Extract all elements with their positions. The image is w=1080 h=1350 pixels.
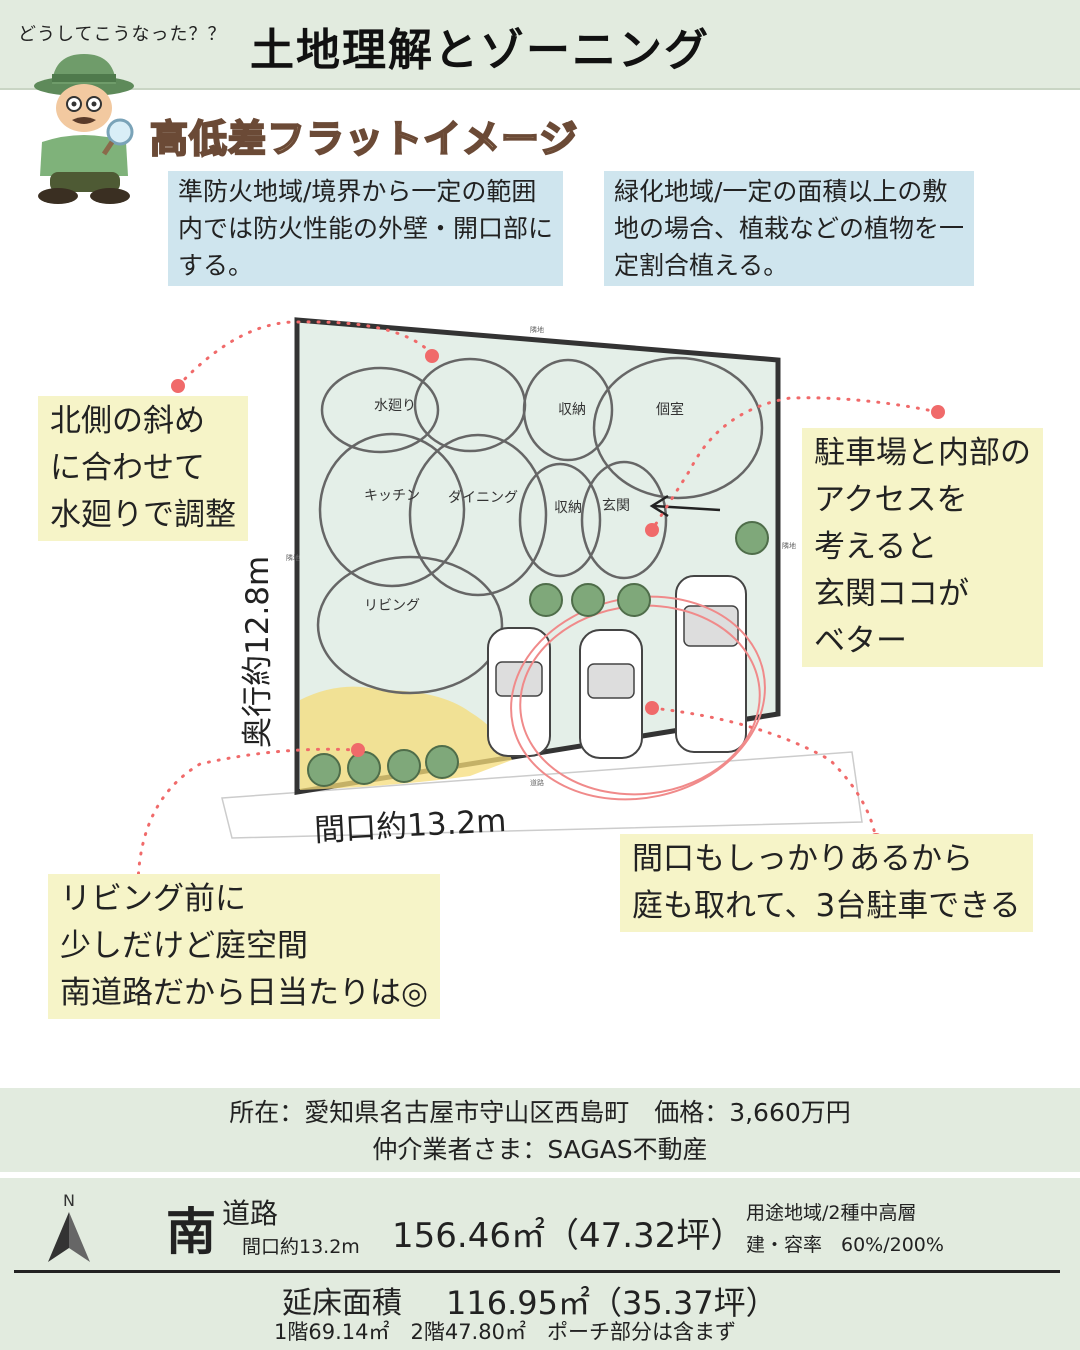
room-circle-kitchen (318, 432, 466, 588)
green-zone-line: 緑化地域/一定の面積以上の敷 (614, 177, 948, 206)
floor-area-label: 延床面積 (282, 1286, 402, 1321)
green-zone-line: 定割合植える。 (614, 251, 789, 280)
site-plan-diagram: 水廻り 収納 個室 キッチン ダイニング 収納 玄関 リビング 隣地 隣地 隣地… (131, 317, 945, 891)
room-label-water: 水廻り (374, 398, 416, 414)
bubble-line: 玄関ココが (814, 576, 969, 612)
room-label-living: リビング (364, 598, 420, 614)
edge-label-right: 隣地 (782, 541, 796, 550)
bubble-line: 北側の斜め (50, 403, 205, 439)
bubble-line: ベター (814, 623, 907, 659)
edge-label-left: 隣地 (286, 553, 300, 562)
entrance-arrow-head (649, 494, 669, 518)
road-outline (221, 751, 863, 839)
entrance-arrow (653, 504, 721, 512)
land-area: 156.46㎡（47.32坪） (392, 1216, 745, 1256)
bubble-line: リビング前に (60, 881, 246, 917)
depth-dimension-label: 奥行約12.8m (240, 555, 276, 748)
room-circle-private (592, 356, 764, 500)
bubble-line: に合わせて (50, 450, 205, 486)
room-label-storage2: 収納 (554, 500, 582, 516)
room-label-dining: ダイニング (448, 490, 518, 506)
property-agent: 仲介業者さま：SAGAS不動産 (372, 1135, 708, 1164)
coverage-ratio: 建・容率 60%/200% (746, 1234, 944, 1256)
edge-label-bottom: 道路 (530, 778, 544, 787)
section-title: 高低差フラットイメージ (149, 116, 579, 162)
floor-area-value: 116.95㎡（35.37坪） (446, 1284, 778, 1322)
tree (571, 583, 605, 617)
fire-zone-line: 準防火地域/境界から一定の範囲 (178, 177, 537, 206)
floor-area-detail: 1階69.14㎡ 2階47.80㎡ ポーチ部分は含まず (274, 1320, 736, 1344)
edge-label-top: 隣地 (530, 325, 544, 334)
property-info-band: 所在：愛知県名古屋市守山区西島町 価格：3,660万円 仲介業者さま：SAGAS… (0, 1088, 1080, 1172)
room-circle-water (320, 366, 440, 454)
fire-zone-note: 準防火地域/境界から一定の範囲 内では防火性能の外壁・開口部に する。 (168, 171, 564, 286)
compass-label: N (63, 1191, 75, 1210)
header-subtitle: どうしてこうなった？？ (18, 24, 227, 45)
bubble-line: 考えると (814, 529, 938, 565)
green-zone-line: 地の場合、植栽などの植物を一 (614, 214, 965, 243)
room-label-entrance: 玄関 (602, 497, 630, 514)
living-garden-bubble: リビング前に 少しだけど庭空間 南道路だから日当たりは◎ (48, 874, 441, 1019)
bubble-line: 水廻りで調整 (50, 497, 236, 533)
north-slope-bubble: 北側の斜め に合わせて 水廻りで調整 (38, 396, 248, 541)
bubble-line: 少しだけど庭空間 (60, 928, 308, 964)
tree (347, 751, 381, 785)
property-location: 所在：愛知県名古屋市守山区西島町 価格：3,660万円 (229, 1098, 851, 1127)
trees (307, 521, 769, 787)
frontage-bubble: 間口もしっかりあるから 庭も取れて、3台駐車できる (620, 834, 1033, 932)
room-circle-living (316, 555, 504, 695)
room-label-storage: 収納 (558, 402, 586, 418)
tree (529, 583, 563, 617)
fire-zone-line: 内では防火性能の外壁・開口部に (178, 214, 554, 243)
page-title: 土地理解とゾーニング (250, 25, 710, 76)
room-circle-entrance (580, 460, 668, 580)
room-circle-dining (408, 433, 548, 597)
tree (307, 753, 341, 787)
bubble-line: 間口もしっかりあるから (632, 841, 973, 877)
parking-access-bubble: 駐車場と内部の アクセスを 考えると 玄関ココが ベター (802, 428, 1043, 667)
divider (14, 1270, 1060, 1273)
bubble-line: 庭も取れて、3台駐車できる (632, 888, 1021, 924)
fire-zone-line: する。 (178, 251, 254, 280)
road-direction: 南 (166, 1203, 216, 1261)
tree (387, 749, 421, 783)
room-circle-storage2 (518, 462, 602, 578)
room-label-private: 個室 (656, 401, 684, 418)
tree (735, 521, 769, 555)
detective-character-illustration (34, 54, 134, 204)
header-band (0, 0, 1080, 90)
room-label-kitchen: キッチン (364, 488, 420, 504)
green-zone-note: 緑化地域/一定の面積以上の敷 地の場合、植栽などの植物を一 定割合植える。 (604, 171, 975, 286)
road-label: 道路 (222, 1197, 279, 1230)
tree (425, 745, 459, 779)
bubble-line: 南道路だから日当たりは◎ (60, 975, 429, 1011)
land-details-band (0, 1178, 1080, 1350)
leader-lines (136, 320, 940, 886)
room-circle-storage (522, 358, 614, 462)
bubble-line: 駐車場と内部の (814, 435, 1031, 471)
car (675, 575, 747, 753)
zoning: 用途地域/2種中高層 (746, 1202, 917, 1224)
road-frontage: 間口約13.2m (242, 1236, 360, 1258)
bubble-line: アクセスを (814, 482, 968, 518)
room-circles (316, 356, 764, 695)
north-arrow-icon: N (48, 1191, 90, 1262)
tree (617, 583, 651, 617)
